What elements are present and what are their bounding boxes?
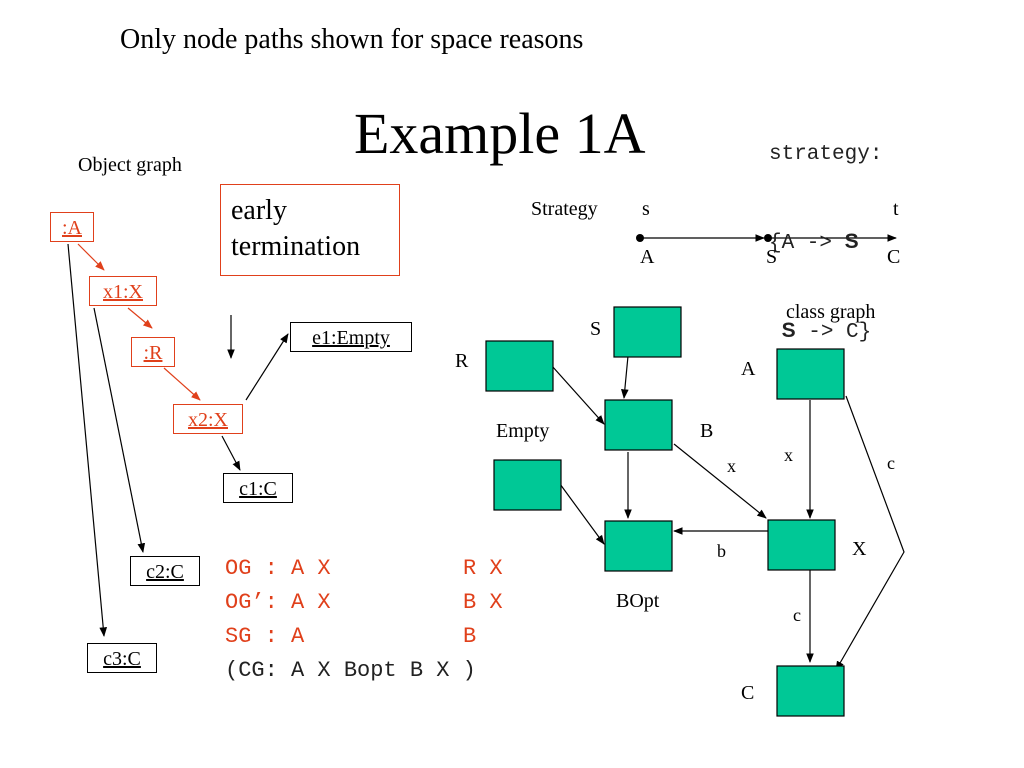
cg-label-a: A (741, 358, 756, 380)
cg-label-c: C (741, 682, 755, 704)
og-edge-x2-e1 (245, 333, 289, 401)
og-edge-a-c3 (67, 243, 108, 637)
og-edge-x2-c1 (221, 435, 241, 471)
cg-edge-empty-bopt (559, 483, 605, 545)
strategy-label: Strategy (531, 198, 598, 220)
og-node-c3: c3:C (87, 643, 157, 673)
cg-edge-label-x-a: x (784, 445, 793, 465)
og-node-a: :A (50, 212, 94, 242)
class-graph-label: class graph (786, 301, 876, 323)
path-cg: (CG: A X Bopt B X ) (225, 658, 476, 683)
object-graph-label: Object graph (78, 154, 182, 176)
cg-node-s (613, 306, 682, 358)
path-ogp: OG’: A X (225, 590, 331, 615)
cg-label-r: R (455, 350, 469, 372)
path-sg: SG : A (225, 624, 305, 649)
cg-edge-s-b (620, 355, 629, 399)
strategy-target-label: t (893, 198, 899, 220)
cg-label-x: X (852, 538, 867, 560)
path-og-seq2: R X (463, 556, 503, 581)
cg-label-b: B (700, 420, 714, 442)
path-og: OG : A X (225, 556, 331, 581)
og-node-c2: c2:C (130, 556, 200, 586)
cg-label-empty: Empty (496, 420, 550, 442)
strategy-node-a: A (640, 246, 655, 268)
strategy-code-line1: strategy: (769, 143, 883, 166)
cg-node-empty (493, 459, 562, 511)
cg-edge-label-b: b (717, 541, 726, 561)
strategy-dot-a (636, 234, 644, 242)
cg-node-b (604, 399, 673, 451)
path-ogp-seq2: B X (463, 590, 503, 615)
og-edge-x1-r (127, 307, 153, 329)
og-node-e1: e1:Empty (290, 322, 412, 352)
cg-label-s: S (590, 318, 602, 340)
strategy-code: strategy: {A -> S S -> C} (769, 82, 882, 376)
page-title: Example 1A (354, 101, 646, 166)
cg-edge-b-x (673, 443, 767, 519)
strategy-code-line3: S -> C} (781, 319, 872, 344)
strategy-dot-s (764, 234, 772, 242)
cg-edge-label-c-a: c (887, 453, 895, 473)
og-node-r: :R (131, 337, 175, 367)
strategy-node-s: S (766, 246, 778, 268)
cg-node-x (767, 519, 836, 571)
cg-node-bopt (604, 520, 673, 572)
og-edge-r-x2 (163, 367, 201, 401)
og-node-c1: c1:C (223, 473, 293, 503)
strategy-node-c: C (887, 246, 901, 268)
cg-edge-a-c (835, 395, 905, 671)
og-edge-x1-c2 (93, 307, 146, 553)
cg-node-c (776, 665, 845, 717)
strategy-source-label: s (642, 198, 650, 220)
og-node-x1: x1:X (89, 276, 157, 306)
og-node-x2: x2:X (173, 404, 243, 434)
path-sg-seq2: B (463, 624, 477, 649)
cg-edge-r-b (551, 365, 605, 425)
subtitle: Only node paths shown for space reasons (120, 24, 584, 55)
cg-edge-label-x-b: x (727, 456, 736, 476)
og-edge-a-x1 (77, 243, 105, 271)
strategy-code-line2: {A -> S (769, 230, 859, 255)
early-termination-box: early termination (220, 184, 400, 276)
cg-node-r (485, 340, 554, 392)
cg-edge-label-c-x: c (793, 605, 801, 625)
cg-label-bopt: BOpt (616, 590, 660, 612)
cg-node-a (776, 348, 845, 400)
